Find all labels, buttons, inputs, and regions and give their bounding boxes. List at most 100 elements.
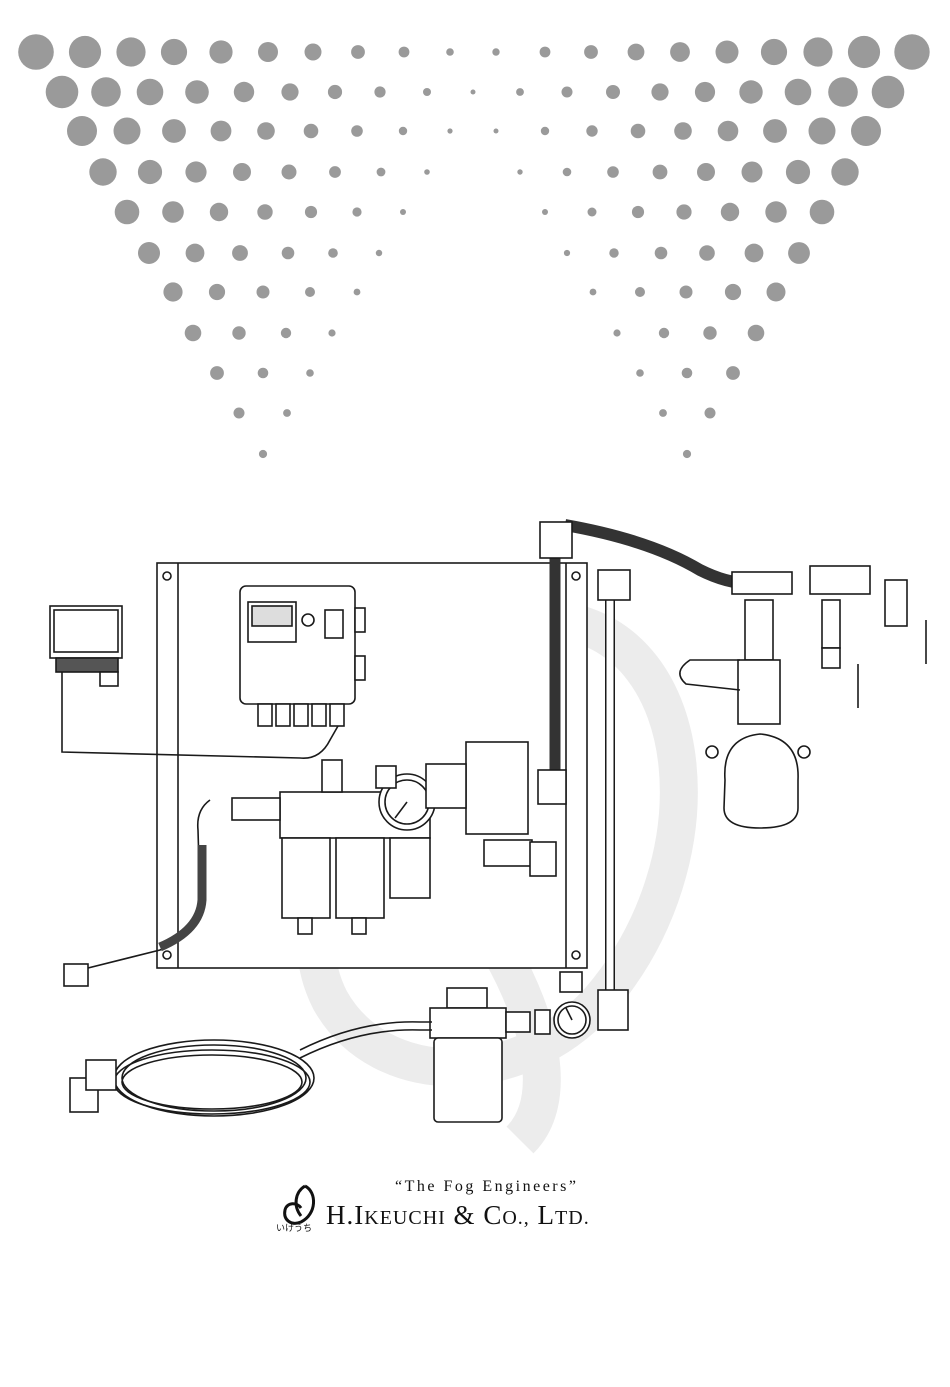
fog-dot bbox=[631, 124, 646, 139]
fog-dot bbox=[138, 160, 162, 184]
fog-dot bbox=[282, 165, 297, 180]
fog-dot-pattern bbox=[0, 0, 950, 480]
fog-dot bbox=[257, 204, 272, 219]
fog-dot bbox=[541, 127, 549, 135]
fog-dot bbox=[209, 284, 225, 300]
fog-dot bbox=[257, 286, 270, 299]
fog-dot bbox=[162, 119, 186, 143]
fog-dot bbox=[831, 158, 858, 185]
fog-dot bbox=[446, 48, 454, 56]
fog-dot bbox=[590, 289, 597, 296]
fog-dot bbox=[588, 208, 597, 217]
fog-dot bbox=[351, 45, 365, 59]
fog-dot bbox=[471, 90, 476, 95]
fog-dot bbox=[234, 82, 254, 102]
fog-dot bbox=[851, 116, 881, 146]
fog-dot bbox=[492, 48, 499, 55]
fog-dot bbox=[138, 242, 160, 264]
company-name: H.IKEUCHI & CO., LTD. bbox=[326, 1200, 590, 1231]
fog-dot bbox=[377, 168, 386, 177]
fog-system-illustration bbox=[0, 500, 950, 1160]
fog-dot bbox=[516, 88, 524, 96]
fog-dot bbox=[803, 37, 832, 66]
fog-dot bbox=[718, 121, 739, 142]
fog-dot bbox=[848, 36, 880, 68]
fog-dot bbox=[232, 245, 248, 261]
fog-dot bbox=[210, 203, 228, 221]
fog-dot bbox=[185, 325, 202, 342]
fog-dot bbox=[584, 45, 598, 59]
fog-dot bbox=[494, 129, 499, 134]
fog-dot bbox=[635, 287, 645, 297]
fog-dot bbox=[91, 77, 121, 107]
fog-dot bbox=[785, 79, 812, 106]
fog-dot bbox=[809, 118, 836, 145]
fog-dot bbox=[259, 450, 267, 458]
fog-dot bbox=[632, 206, 644, 218]
fog-dot bbox=[765, 201, 786, 222]
fog-dot bbox=[562, 87, 573, 98]
fog-dot bbox=[705, 408, 716, 419]
fog-dot bbox=[739, 80, 762, 103]
fog-dot bbox=[670, 42, 690, 62]
fog-dot bbox=[186, 244, 205, 263]
company-co-initial: C bbox=[483, 1200, 502, 1230]
fog-dot bbox=[872, 76, 905, 109]
fog-dot bbox=[305, 206, 317, 218]
fog-dot bbox=[651, 83, 668, 100]
fog-dot bbox=[304, 124, 319, 139]
fog-dot bbox=[89, 158, 116, 185]
company-ltd-rest: TD. bbox=[555, 1207, 590, 1229]
company-ltd-initial: L bbox=[530, 1200, 555, 1230]
logo-kana: いけうち bbox=[276, 1221, 312, 1234]
fog-dot bbox=[564, 250, 570, 256]
company-co-rest: O., bbox=[502, 1207, 529, 1229]
fog-dot bbox=[607, 166, 619, 178]
fog-dot bbox=[613, 329, 620, 336]
fog-dot bbox=[114, 118, 141, 145]
fog-dot bbox=[748, 325, 765, 342]
fog-dot bbox=[161, 39, 187, 65]
fog-dot bbox=[258, 368, 269, 379]
fog-dot bbox=[424, 169, 430, 175]
fog-dot bbox=[18, 34, 54, 70]
fog-dot bbox=[542, 209, 548, 215]
fog-dot bbox=[399, 127, 407, 135]
fog-dot bbox=[703, 326, 716, 339]
fog-dot bbox=[162, 201, 184, 223]
fog-dot bbox=[400, 209, 406, 215]
fog-dot bbox=[683, 450, 691, 458]
fog-dot bbox=[745, 244, 764, 263]
fog-dot bbox=[115, 200, 140, 225]
fog-dot bbox=[257, 122, 275, 140]
fog-dot bbox=[210, 366, 224, 380]
fog-dot bbox=[659, 409, 667, 417]
fog-dot bbox=[763, 119, 787, 143]
fog-dot bbox=[716, 41, 739, 64]
fog-dot bbox=[232, 326, 245, 339]
fog-dot bbox=[788, 242, 810, 264]
fog-dot bbox=[354, 289, 361, 296]
fog-dot bbox=[209, 40, 232, 63]
company-ikeuchi-initial: I bbox=[354, 1200, 364, 1230]
fog-dot bbox=[742, 162, 763, 183]
fog-dot bbox=[586, 125, 597, 136]
fog-dot bbox=[682, 368, 693, 379]
fog-dot bbox=[609, 248, 618, 257]
fog-dot bbox=[185, 80, 209, 104]
fog-dot bbox=[329, 166, 341, 178]
fog-dot bbox=[328, 329, 335, 336]
fog-dot bbox=[655, 247, 668, 260]
fog-dot bbox=[185, 161, 206, 182]
fog-dot bbox=[306, 369, 314, 377]
fog-dot bbox=[697, 163, 715, 181]
fog-dot bbox=[721, 203, 739, 221]
fog-dot bbox=[258, 42, 278, 62]
fog-dot bbox=[305, 44, 322, 61]
fog-dot bbox=[328, 85, 342, 99]
fog-dot bbox=[517, 169, 522, 174]
fog-dot bbox=[894, 34, 929, 69]
fog-dot bbox=[116, 37, 145, 66]
fog-dot bbox=[725, 284, 741, 300]
fog-dot bbox=[761, 39, 787, 65]
